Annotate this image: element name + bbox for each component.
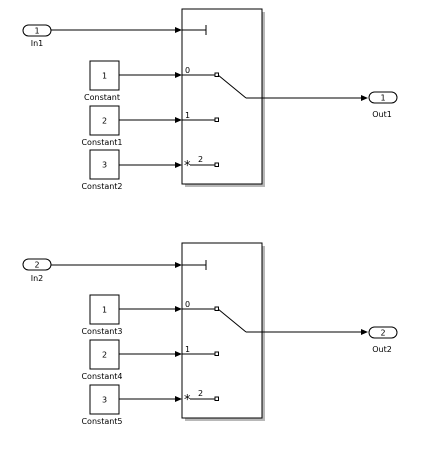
inport-label: In1 <box>31 39 44 48</box>
arrowhead <box>175 27 182 33</box>
switch-port-label-1: 1 <box>185 111 190 120</box>
constant-label: Constant3 <box>81 327 122 336</box>
constant-label: Constant5 <box>81 417 122 426</box>
constant-block[interactable]: 3 <box>89 384 120 415</box>
arrowhead <box>175 117 182 123</box>
constant-block[interactable]: 3 <box>89 149 120 180</box>
outport-number: 2 <box>380 329 385 338</box>
switch-port-label-0: 0 <box>185 66 190 75</box>
multiport-switch-block[interactable] <box>181 242 265 421</box>
arrowhead <box>361 329 368 335</box>
constant-label: Constant4 <box>81 372 122 381</box>
inport-number: 2 <box>34 261 39 270</box>
constant-value: 3 <box>102 161 107 170</box>
arrowhead <box>175 396 182 402</box>
constant-value: 1 <box>102 306 107 315</box>
constant-label: Constant <box>84 93 120 102</box>
switch-port-label-2: 2 <box>198 389 203 398</box>
default-port-marker: * <box>184 393 191 408</box>
outport-out1[interactable]: 1 <box>368 91 398 104</box>
arrowhead <box>175 262 182 268</box>
constant-value: 2 <box>102 351 107 360</box>
arrowhead <box>175 306 182 312</box>
arrowhead <box>361 95 368 101</box>
switch-port-label-2: 2 <box>198 155 203 164</box>
multiport-switch-block[interactable] <box>181 8 265 187</box>
inport-label: In2 <box>31 274 44 283</box>
constant-value: 1 <box>102 72 107 81</box>
diagram-group-2: 2 In2 1 Constant3 2 Constant4 3 Constant… <box>22 242 398 426</box>
constant-block[interactable]: 2 <box>89 339 120 370</box>
default-port-marker: * <box>184 159 191 174</box>
switch-port-label-0: 0 <box>185 300 190 309</box>
outport-label: Out1 <box>372 110 392 119</box>
arrowhead <box>175 351 182 357</box>
outport-number: 1 <box>380 94 385 103</box>
constant-block[interactable]: 1 <box>89 60 120 91</box>
arrowhead <box>175 162 182 168</box>
constant-label: Constant1 <box>81 138 122 147</box>
inport-in2[interactable]: 2 <box>22 258 52 271</box>
constant-label: Constant2 <box>81 182 122 191</box>
outport-label: Out2 <box>372 345 392 354</box>
constant-value: 2 <box>102 117 107 126</box>
constant-block[interactable]: 1 <box>89 294 120 325</box>
constant-value: 3 <box>102 396 107 405</box>
constant-block[interactable]: 2 <box>89 105 120 136</box>
diagram-group-1: 1 In1 1 Constant 2 Constant1 3 Constant2 <box>22 8 398 191</box>
outport-out2[interactable]: 2 <box>368 326 398 339</box>
inport-number: 1 <box>34 27 39 36</box>
inport-in1[interactable]: 1 <box>22 24 52 37</box>
arrowhead <box>175 72 182 78</box>
switch-port-label-1: 1 <box>185 345 190 354</box>
